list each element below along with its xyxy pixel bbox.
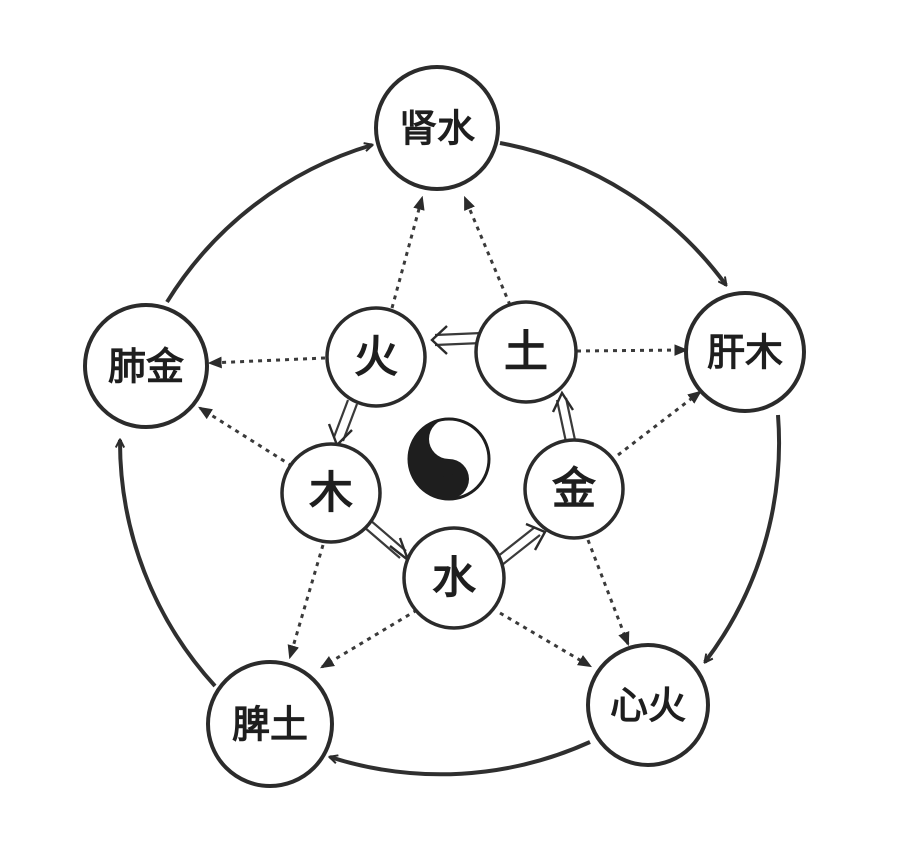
dotted-wood-to-lung: [198, 406, 293, 468]
label-lung-metal: 肺金: [108, 344, 185, 389]
node-spleen-earth: 脾土: [206, 660, 334, 788]
node-lung-metal: 肺金: [83, 303, 209, 429]
outer-cycle: [120, 141, 782, 777]
arc-heart-to-spleen: [330, 740, 591, 777]
double-arrow-wood-to-water: [363, 519, 411, 564]
dotted-water-to-heart: [499, 611, 593, 668]
dotted-wood-to-spleen: [287, 544, 325, 660]
node-fire: 火: [325, 306, 427, 408]
node-earth: 土: [474, 300, 578, 404]
double-arrow-earth-to-fire: [430, 325, 483, 355]
arc-liver-to-heart: [705, 414, 782, 662]
dotted-earth-to-kidney: [463, 195, 512, 306]
label-metal: 金: [551, 464, 597, 515]
yin-yang-icon: [407, 417, 491, 501]
node-liver-wood: 肝木: [684, 291, 806, 413]
node-kidney-water: 肾水: [374, 65, 500, 191]
dotted-earth-to-liver: [576, 344, 689, 356]
arc-kidney-to-liver: [499, 141, 726, 285]
label-wood: 木: [309, 468, 353, 519]
double-arrow-water-to-metal: [496, 522, 547, 566]
label-heart-fire: 心火: [610, 683, 686, 728]
dotted-fire-to-kidney: [390, 195, 425, 309]
arc-lung-to-kidney: [165, 145, 372, 304]
dotted-metal-to-liver: [617, 390, 702, 457]
label-earth: 土: [504, 327, 548, 378]
node-heart-fire: 心火: [586, 643, 710, 767]
label-fire: 火: [354, 332, 398, 383]
label-kidney-water: 肾水: [399, 106, 476, 151]
label-liver-wood: 肝木: [707, 330, 783, 375]
node-metal: 金: [523, 438, 625, 540]
dotted-fire-to-lung: [207, 356, 326, 369]
label-spleen-earth: 脾土: [232, 702, 308, 747]
node-wood: 木: [280, 442, 382, 544]
dotted-metal-to-heart: [586, 539, 630, 647]
arc-spleen-to-lung: [120, 440, 217, 688]
dotted-water-to-spleen: [319, 608, 418, 669]
double-arrow-fire-to-wood: [327, 399, 359, 448]
node-water: 水: [402, 526, 506, 630]
label-water: 水: [432, 553, 477, 604]
dotted-connections: [198, 195, 702, 669]
double-arrow-metal-to-earth: [551, 390, 577, 443]
